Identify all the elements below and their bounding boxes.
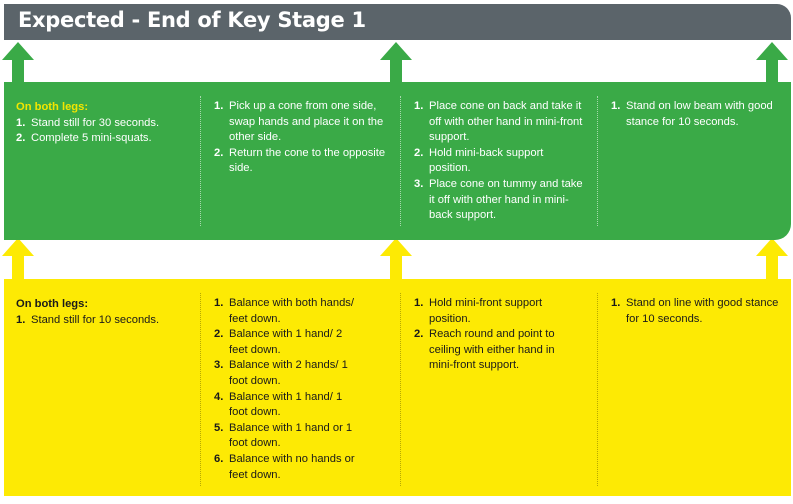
step-list: 1.Stand still for 10 seconds. — [16, 313, 194, 329]
green-band: On both legs: 1.Stand still for 30 secon… — [4, 82, 791, 240]
list-item: 1.Stand on low beam with good stance for… — [611, 100, 773, 128]
list-item: 1.Pick up a cone from one side, swap han… — [214, 100, 384, 144]
arrow-up-icon — [380, 42, 412, 88]
column-lead: On both legs: — [16, 101, 89, 113]
step-list: 1.Pick up a cone from one side, swap han… — [214, 99, 390, 177]
step-list: 1.Hold mini-front support position. 2.Re… — [414, 296, 573, 374]
column-divider — [400, 293, 401, 486]
yellow-column-2: 1.Balance with both hands/ feet down. 2.… — [200, 279, 400, 496]
green-column-1: On both legs: 1.Stand still for 30 secon… — [4, 82, 200, 240]
list-item: 4.Balance with 1 hand/ 1 foot down. — [214, 390, 343, 419]
column-divider — [597, 293, 598, 486]
arrow-up-icon — [756, 42, 788, 88]
yellow-band: On both legs: 1.Stand still for 10 secon… — [4, 279, 791, 496]
arrow-up-icon — [2, 42, 34, 88]
list-item: 2.Reach round and point to ceiling with … — [414, 328, 555, 372]
step-list: 1.Stand on low beam with good stance for… — [611, 99, 781, 130]
green-column-4: 1.Stand on low beam with good stance for… — [597, 82, 791, 240]
list-item: 2.Return the cone to the opposite side. — [214, 146, 386, 175]
step-list: 1.Stand on line with good stance for 10 … — [611, 296, 787, 327]
page-title: Expected - End of Key Stage 1 — [18, 8, 366, 32]
yellow-column-4: 1.Stand on line with good stance for 10 … — [597, 279, 791, 496]
yellow-column-1: On both legs: 1.Stand still for 10 secon… — [4, 279, 200, 496]
page-header: Expected - End of Key Stage 1 — [4, 4, 791, 40]
list-item: 1.Stand still for 10 seconds. — [16, 313, 160, 326]
step-list: 1.Stand still for 30 seconds. 2.Complete… — [16, 116, 194, 147]
green-column-2: 1.Pick up a cone from one side, swap han… — [200, 82, 400, 240]
list-item: 5.Balance with 1 hand or 1 foot down. — [214, 421, 353, 450]
list-item: 1.Stand on line with good stance for 10 … — [611, 297, 779, 325]
list-item: 3.Place cone on tummy and take it off wi… — [414, 177, 583, 222]
list-item: 3.Balance with 2 hands/ 1 foot down. — [214, 359, 348, 387]
column-divider — [597, 96, 598, 226]
list-item: 2.Balance with 1 hand/ 2 feet down. — [214, 328, 343, 356]
list-item: 2.Complete 5 mini-squats. — [16, 132, 152, 145]
list-item: 1.Balance with both hands/ feet down. — [214, 297, 355, 325]
column-divider — [200, 96, 201, 226]
arrow-up-icon — [2, 238, 34, 284]
list-item: 1.Stand still for 30 seconds. — [16, 116, 160, 129]
green-column-3: 1.Place cone on back and take it off wit… — [400, 82, 597, 240]
column-lead: On both legs: — [16, 298, 89, 310]
list-item: 1.Hold mini-front support position. — [414, 297, 543, 325]
column-divider — [200, 293, 201, 486]
list-item: 1.Place cone on back and take it off wit… — [414, 100, 583, 144]
arrow-up-icon — [756, 238, 788, 284]
yellow-column-3: 1.Hold mini-front support position. 2.Re… — [400, 279, 597, 496]
step-list: 1.Place cone on back and take it off wit… — [414, 99, 583, 224]
column-divider — [400, 96, 401, 226]
arrow-up-icon — [380, 238, 412, 284]
list-item: 2.Hold mini-back support position. — [414, 146, 544, 175]
list-item: 6.Balance with no hands or feet down. — [214, 452, 355, 481]
step-list: 1.Balance with both hands/ feet down. 2.… — [214, 296, 362, 483]
